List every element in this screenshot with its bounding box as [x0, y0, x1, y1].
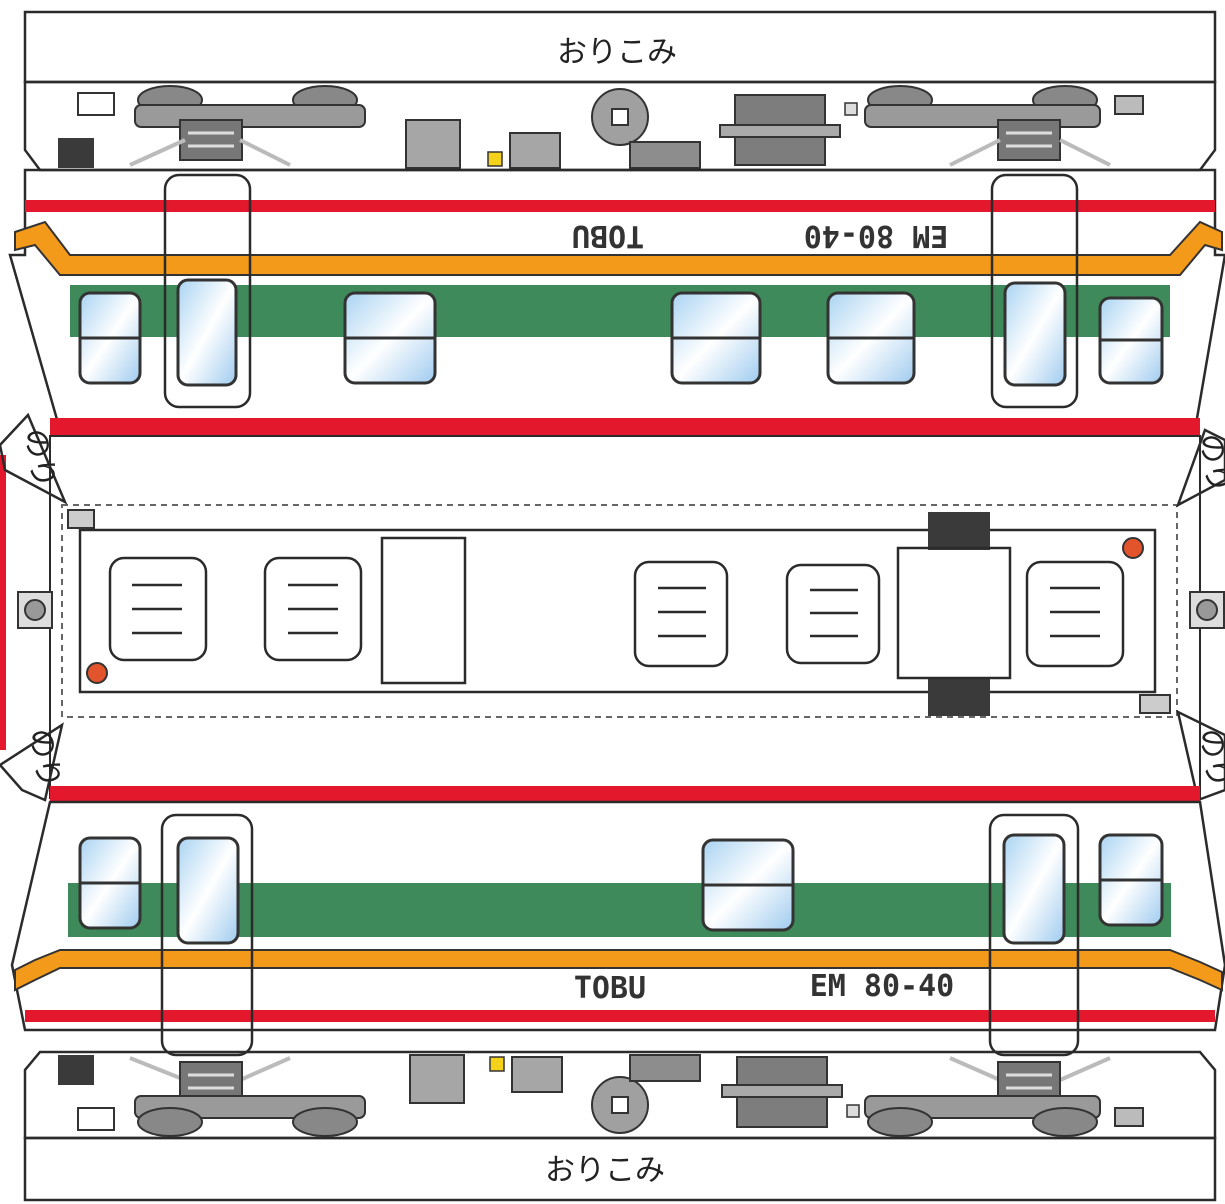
door-lower-left: [160, 813, 254, 1057]
car-number-upper: EM 80-40: [804, 218, 949, 253]
hatch-icon: [108, 556, 208, 662]
company-name-upper: TOBU: [572, 218, 644, 253]
coupler-icon: [24, 599, 46, 621]
bottom-fold-flap: おりこみ: [23, 1136, 1217, 1202]
bogie-icon: [864, 85, 1144, 167]
top-fold-flap: おりこみ: [23, 10, 1217, 84]
hatch-icon: [785, 563, 881, 665]
end-right: [1189, 591, 1225, 629]
door-window: [176, 278, 238, 387]
door-upper-right: [990, 173, 1079, 409]
door-window: [1003, 281, 1067, 387]
coupler-icon: [1196, 599, 1218, 621]
undercarriage-bottom: [23, 1050, 1217, 1140]
hatch-icon: [1025, 560, 1125, 668]
end-left: [0, 455, 53, 750]
bogie-icon: [129, 85, 366, 167]
door-window: [1002, 833, 1066, 945]
pantograph-base: [896, 546, 1012, 680]
lamp-icon: [1122, 537, 1144, 559]
door-upper-left: [163, 173, 252, 409]
side-panel-lower: TOBU EM 80-40: [10, 786, 1225, 1057]
roof-vent: [380, 536, 467, 685]
bogie-icon: [864, 1056, 1144, 1137]
hatch-icon: [633, 560, 729, 668]
door-window: [176, 836, 240, 945]
fold-label-bottom: おりこみ: [545, 1153, 665, 1188]
undercarriage-top: [23, 80, 1217, 172]
company-name-lower: TOBU: [574, 971, 646, 1006]
door-lower-right: [988, 813, 1080, 1057]
undercarriage-plate: [77, 92, 115, 116]
bogie-icon: [129, 1056, 366, 1137]
side-panel-upper: TOBU EM 80-40: [8, 168, 1225, 436]
fold-label-top: おりこみ: [557, 35, 677, 70]
lamp-icon: [86, 662, 108, 684]
hatch-icon: [263, 556, 363, 662]
roof-section: [49, 435, 1201, 799]
car-number-lower: EM 80-40: [810, 969, 955, 1004]
